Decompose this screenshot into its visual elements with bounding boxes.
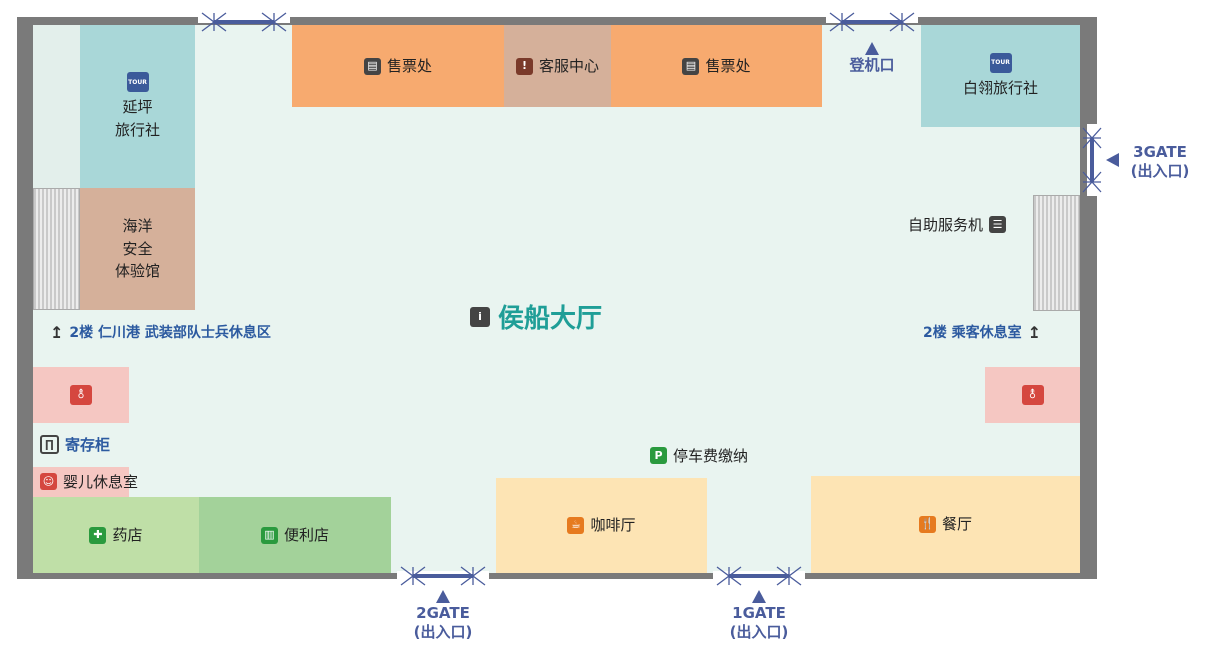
door-gate3 [1082, 124, 1102, 196]
customer-service-center: ! 客服中心 [504, 25, 611, 107]
convenience-store: ▥ 便利店 [199, 497, 391, 573]
locker-label: 寄存柜 [65, 436, 111, 454]
tour-icon: TOUR [126, 72, 149, 92]
hall-info-icon: i [470, 306, 490, 327]
triangle-left-icon [1106, 153, 1119, 167]
ticket-office-left: ▤ 售票处 [292, 25, 504, 107]
fork-knife-icon: 🍴 [918, 516, 936, 533]
ticket-office-right: ▤ 售票处 [611, 25, 822, 107]
left-corridor [33, 25, 80, 188]
restroom-left: ⚨ [33, 367, 129, 423]
yeonpyeong-travel-agency-label: 延坪 旅行社 [114, 98, 160, 139]
boarding-gate-label: 登机口 [849, 56, 895, 74]
door-gate2 [397, 566, 489, 586]
gate2-name: 2GATE [416, 604, 470, 622]
store-icon: ▥ [260, 526, 278, 544]
gate3-name: 3GATE [1133, 143, 1187, 161]
door-gate1 [713, 566, 805, 586]
ticket-icon: ▤ [682, 57, 700, 75]
arrow-up-icon: ↥ [1027, 322, 1042, 342]
baengnyeong-travel-agency: TOUR 白翎旅行社 [921, 25, 1080, 127]
parking-payment-label: 停车费缴纳 [673, 447, 749, 465]
coffee-cup-icon: ☕ [567, 517, 585, 534]
convenience-store-label: 便利店 [283, 525, 329, 544]
self-service-kiosk: 自助服务机 ☰ [908, 214, 1007, 235]
gate2-marker: 2GATE (出入口) [403, 588, 483, 642]
cafe-label: 咖啡厅 [590, 516, 636, 535]
info-icon: ! [515, 57, 533, 75]
gate3-label: 3GATE (出入口) [1122, 143, 1198, 181]
restroom-icon: ⚨ [70, 385, 92, 405]
gate1-marker: 1GATE (出入口) [719, 588, 799, 642]
gate3-sub: (出入口) [1130, 161, 1190, 180]
waiting-hall-title: i 侯船大厅 [470, 298, 602, 335]
arrow-up-icon: ↥ [50, 322, 64, 342]
gate2-sub: (出入口) [413, 622, 473, 641]
door-top-left [198, 12, 290, 32]
door-top-right [826, 12, 918, 32]
stairs-left-note: ↥ 2楼 仁川港 武装部队士兵休息区 [50, 322, 271, 342]
stairs-right-label: 2楼 乘客休息室 [923, 325, 1022, 341]
waiting-hall-label: 侯船大厅 [498, 304, 603, 334]
tour-icon: TOUR [989, 52, 1012, 73]
self-service-label: 自助服务机 [908, 216, 984, 234]
restaurant-label: 餐厅 [941, 515, 972, 534]
restroom-right: ⚨ [985, 367, 1080, 423]
stairs-left-label: 2楼 仁川港 武装部队士兵休息区 [69, 325, 271, 341]
stairs-right-note: 2楼 乘客休息室 ↥ [923, 322, 1041, 342]
marine-safety-hall: 海洋 安全 体验馆 [80, 188, 195, 310]
baengnyeong-travel-agency-label: 白翎旅行社 [962, 78, 1038, 97]
cafe: ☕ 咖啡厅 [496, 478, 707, 573]
triangle-up-icon [436, 590, 450, 603]
pharmacy: ✚ 药店 [33, 497, 199, 573]
gate1-name: 1GATE [732, 604, 786, 622]
locker: ∏ 寄存柜 [40, 434, 110, 455]
ticket-office-right-label: 售票处 [705, 56, 751, 75]
ticket-office-left-label: 售票处 [386, 56, 432, 75]
restroom-icon: ⚨ [1021, 385, 1044, 405]
triangle-up-icon [865, 42, 879, 55]
marine-safety-hall-label: 海洋 安全 体验馆 [114, 217, 160, 281]
pharmacy-icon: ✚ [89, 526, 107, 544]
restaurant: 🍴 餐厅 [811, 476, 1080, 573]
baby-room-label: 婴儿休息室 [63, 473, 139, 491]
escalator-left [33, 188, 80, 310]
boarding-gate: 登机口 [840, 40, 904, 75]
pharmacy-label: 药店 [112, 525, 143, 544]
ticket-icon: ▤ [363, 57, 381, 75]
escalator-right [1033, 195, 1080, 311]
baby-room-label-wrap: ☺ 婴儿休息室 [40, 471, 138, 492]
parking-payment: P 停车费缴纳 [650, 445, 748, 466]
kiosk-icon: ☰ [989, 216, 1007, 233]
triangle-up-icon [752, 590, 766, 603]
parking-icon: P [650, 447, 667, 464]
customer-service-label: 客服中心 [538, 56, 599, 75]
baby-icon: ☺ [40, 473, 57, 490]
locker-icon: ∏ [40, 435, 59, 454]
gate1-sub: (出入口) [729, 622, 789, 641]
yeonpyeong-travel-agency: TOUR 延坪 旅行社 [80, 25, 195, 188]
